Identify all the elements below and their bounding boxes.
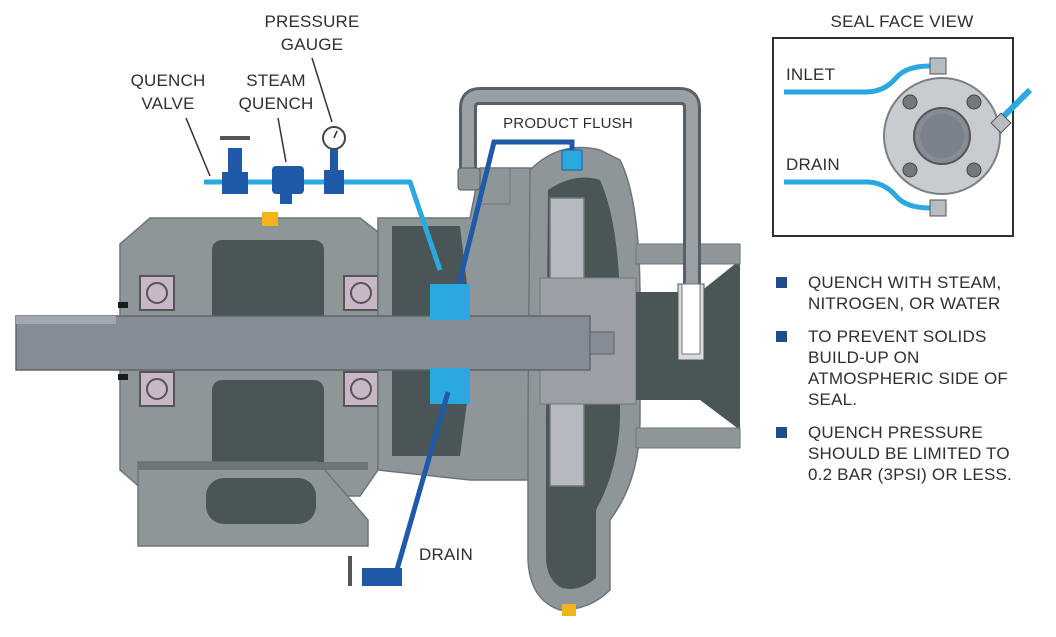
drain-label: DRAIN xyxy=(419,545,473,564)
product-flush-label: PRODUCT FLUSH xyxy=(503,115,633,132)
leader-lines xyxy=(185,57,333,177)
bullet-square-icon xyxy=(776,331,787,342)
quench-valve-label-line2: VALVE xyxy=(141,94,194,113)
product-flush-line xyxy=(453,139,583,297)
note-line: 0.2 BAR (3PSI) OR LESS. xyxy=(808,465,1012,484)
note-line: BUILD-UP ON xyxy=(808,348,920,367)
pump-shaft xyxy=(15,315,615,371)
quench-valve-label-line1: QUENCH xyxy=(131,71,206,90)
note-line: NITROGEN, OR WATER xyxy=(808,294,1001,313)
note-line: TO PREVENT SOLIDS xyxy=(808,327,987,346)
pressure-gauge-label-line2: GAUGE xyxy=(281,35,343,54)
seal-drain-label: DRAIN xyxy=(786,155,840,174)
note-item: QUENCH PRESSURE SHOULD BE LIMITED TO 0.2… xyxy=(776,422,1046,485)
note-line: SEAL. xyxy=(808,390,858,409)
bullet-square-icon xyxy=(776,427,787,438)
quench-line xyxy=(204,126,470,404)
note-item: QUENCH WITH STEAM, NITROGEN, OR WATER xyxy=(776,272,1046,314)
drain-line xyxy=(348,391,451,586)
inlet-label: INLET xyxy=(786,65,835,84)
steam-quench-label-line1: STEAM xyxy=(246,71,306,90)
steam-quench-label-line2: QUENCH xyxy=(239,94,314,113)
bearing-base xyxy=(137,461,369,547)
pump-casing xyxy=(527,146,741,616)
seal-face-view-inset: SEAL FACE VIEW INLET DRAIN xyxy=(772,12,1033,237)
note-line: ATMOSPHERIC SIDE OF xyxy=(808,369,1008,388)
note-line: QUENCH PRESSURE xyxy=(808,423,983,442)
pressure-gauge-label-line1: PRESSURE xyxy=(264,12,359,31)
note-line: SHOULD BE LIMITED TO xyxy=(808,444,1010,463)
flush-recirculation-pipe xyxy=(457,87,705,361)
note-line: QUENCH WITH STEAM, xyxy=(808,273,1002,292)
seal-face-view-title: SEAL FACE VIEW xyxy=(831,12,974,31)
bullet-square-icon xyxy=(776,277,787,288)
notes-list: QUENCH WITH STEAM, NITROGEN, OR WATER TO… xyxy=(776,272,1046,497)
note-item: TO PREVENT SOLIDS BUILD-UP ON ATMOSPHERI… xyxy=(776,326,1046,410)
